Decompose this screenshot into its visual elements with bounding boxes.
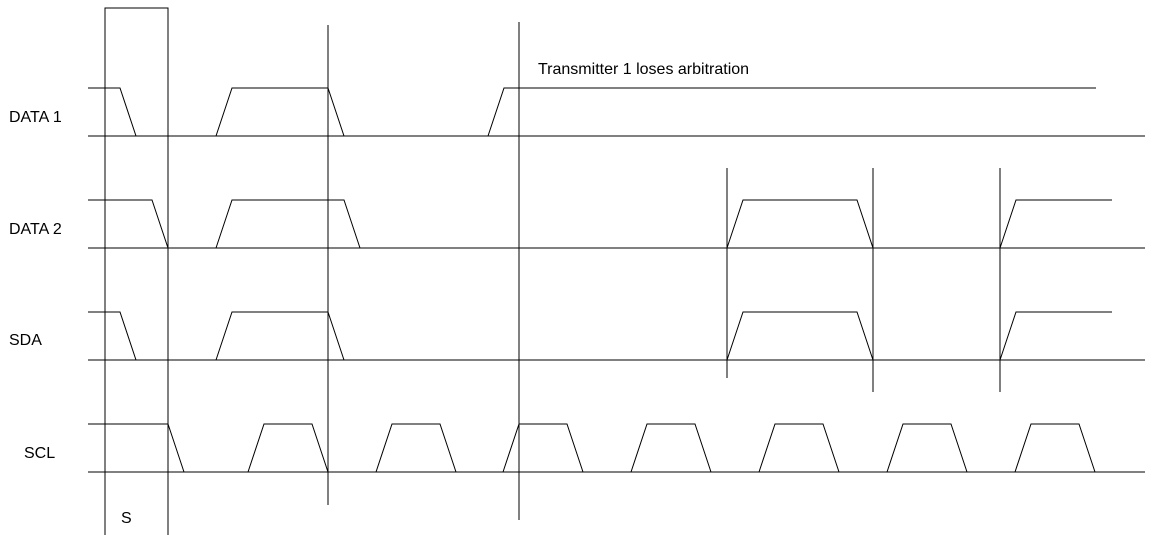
- signal-label-data2: DATA 2: [9, 221, 62, 238]
- start-condition-label: S: [121, 510, 132, 527]
- scl-waveform: [88, 423, 1145, 473]
- arbitration-annotation: Transmitter 1 loses arbitration: [538, 61, 750, 78]
- data1-waveform: [88, 87, 1096, 137]
- signal-label-scl: SCL: [24, 445, 56, 462]
- signal-label-sda: SDA: [9, 332, 42, 349]
- signal-label-data1: DATA 1: [9, 109, 62, 126]
- data2-waveform: [88, 199, 1112, 249]
- start-condition-box: [104, 7, 169, 535]
- sda-waveform: [88, 311, 1112, 361]
